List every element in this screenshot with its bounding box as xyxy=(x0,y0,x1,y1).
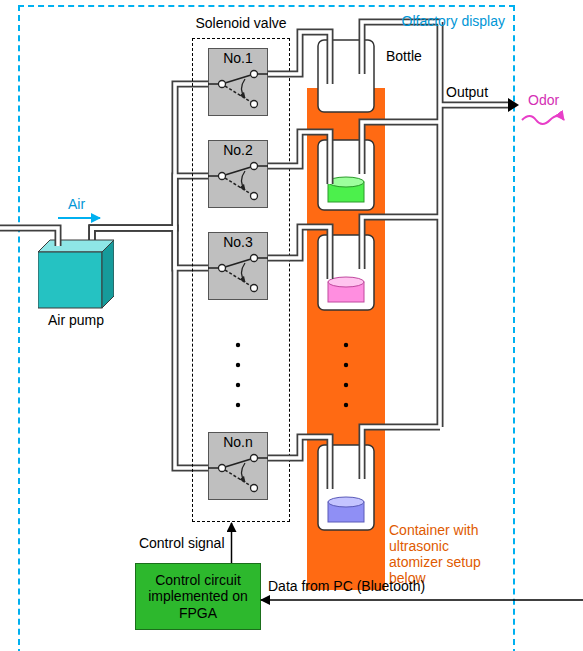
node-text: No.3 xyxy=(223,233,253,250)
edge-label: Control signal xyxy=(139,535,225,551)
odor-liquid xyxy=(328,277,364,287)
odor-liquid xyxy=(328,502,364,522)
solenoid-valve-symbol xyxy=(208,162,268,199)
air-tube xyxy=(0,22,508,489)
odor-liquid xyxy=(328,177,364,187)
valve-group: Solenoid valveNo.1No.2No.3No.n xyxy=(192,38,290,522)
air-tube xyxy=(268,437,330,489)
air-pump: Air pump xyxy=(38,238,114,333)
solenoid-valve-symbol xyxy=(208,70,268,107)
air-tube xyxy=(362,427,440,479)
data-arrow xyxy=(261,599,583,601)
signal-arrow xyxy=(231,523,233,563)
air-tube xyxy=(92,176,208,241)
part-label: Bottle xyxy=(386,48,422,64)
air-tube xyxy=(268,32,330,84)
ellipsis-dot xyxy=(236,363,240,367)
air-tube xyxy=(268,132,330,184)
node-text: Control circuit implemented on FPGA xyxy=(136,572,260,620)
node-text: No.1 xyxy=(223,49,253,66)
ellipsis-dot xyxy=(236,383,240,387)
ellipsis-dot xyxy=(344,403,348,407)
air-tube xyxy=(268,437,330,489)
display-housing: Olfactory displaySolenoid valveNo.1No.2N… xyxy=(18,5,515,651)
odor-liquid xyxy=(328,182,364,202)
odor-wave-arrow xyxy=(522,116,564,124)
solenoid-valve-symbol xyxy=(208,454,268,491)
solenoid-valve-symbol xyxy=(208,254,268,291)
node-text: No.n xyxy=(223,433,253,450)
air-flow-arrow xyxy=(58,217,100,219)
node-text: No.2 xyxy=(223,141,253,158)
output-arrowhead xyxy=(508,98,519,112)
odor-liquid xyxy=(328,177,364,522)
ellipsis-dot xyxy=(344,383,348,387)
air-pump-symbol xyxy=(38,238,114,310)
fpga-control-box: Control circuit implemented on FPGA xyxy=(135,563,261,630)
odor-liquid xyxy=(328,497,364,507)
node-text: Air pump xyxy=(48,312,104,328)
node-text: Container with ultrasonic atomizer setup… xyxy=(389,522,495,586)
solenoid-valve: No.1 xyxy=(208,48,268,116)
air-tube xyxy=(92,84,208,241)
ellipsis-dots xyxy=(236,343,348,407)
air-tube xyxy=(362,217,440,269)
bottle xyxy=(318,445,374,530)
air-tube xyxy=(92,84,208,241)
air-tube xyxy=(362,22,440,74)
bottle xyxy=(318,235,374,310)
air-tube xyxy=(440,102,508,109)
air-tube xyxy=(0,22,508,489)
node-text: Solenoid valve xyxy=(193,15,289,31)
solenoid-valve: No.n xyxy=(208,432,268,500)
air-tube xyxy=(268,227,330,279)
atomizer-container: Container with ultrasonic atomizer setup… xyxy=(307,88,385,590)
air-tube xyxy=(362,22,440,74)
air-tube xyxy=(362,122,440,174)
air-tube xyxy=(268,227,330,279)
bottle xyxy=(318,40,374,112)
air-tube xyxy=(268,32,330,84)
air-tube xyxy=(438,22,442,427)
air-tube xyxy=(362,217,440,269)
ellipsis-dot xyxy=(236,343,240,347)
ellipsis-dot xyxy=(344,363,348,367)
bottle xyxy=(318,140,374,210)
solenoid-valve: No.3 xyxy=(208,232,268,300)
air-tube xyxy=(92,176,208,241)
ellipsis-dot xyxy=(344,343,348,347)
air-tube xyxy=(0,228,58,246)
ellipsis-dot xyxy=(236,403,240,407)
output-label: Odor xyxy=(528,92,559,108)
signal-label: Data from PC (Bluetooth) xyxy=(268,578,425,594)
odor-liquid xyxy=(328,282,364,302)
air-tube xyxy=(268,132,330,184)
air-tube xyxy=(0,228,58,246)
port-label: Output xyxy=(446,84,488,100)
solenoid-valve: No.2 xyxy=(208,140,268,208)
air-pump-symbol xyxy=(38,240,114,308)
air-tube xyxy=(362,122,440,174)
air-tube xyxy=(437,22,444,427)
bottle xyxy=(318,40,374,530)
air-tube xyxy=(440,103,508,107)
flow-label: Air xyxy=(68,196,85,212)
air-tube xyxy=(362,427,440,479)
